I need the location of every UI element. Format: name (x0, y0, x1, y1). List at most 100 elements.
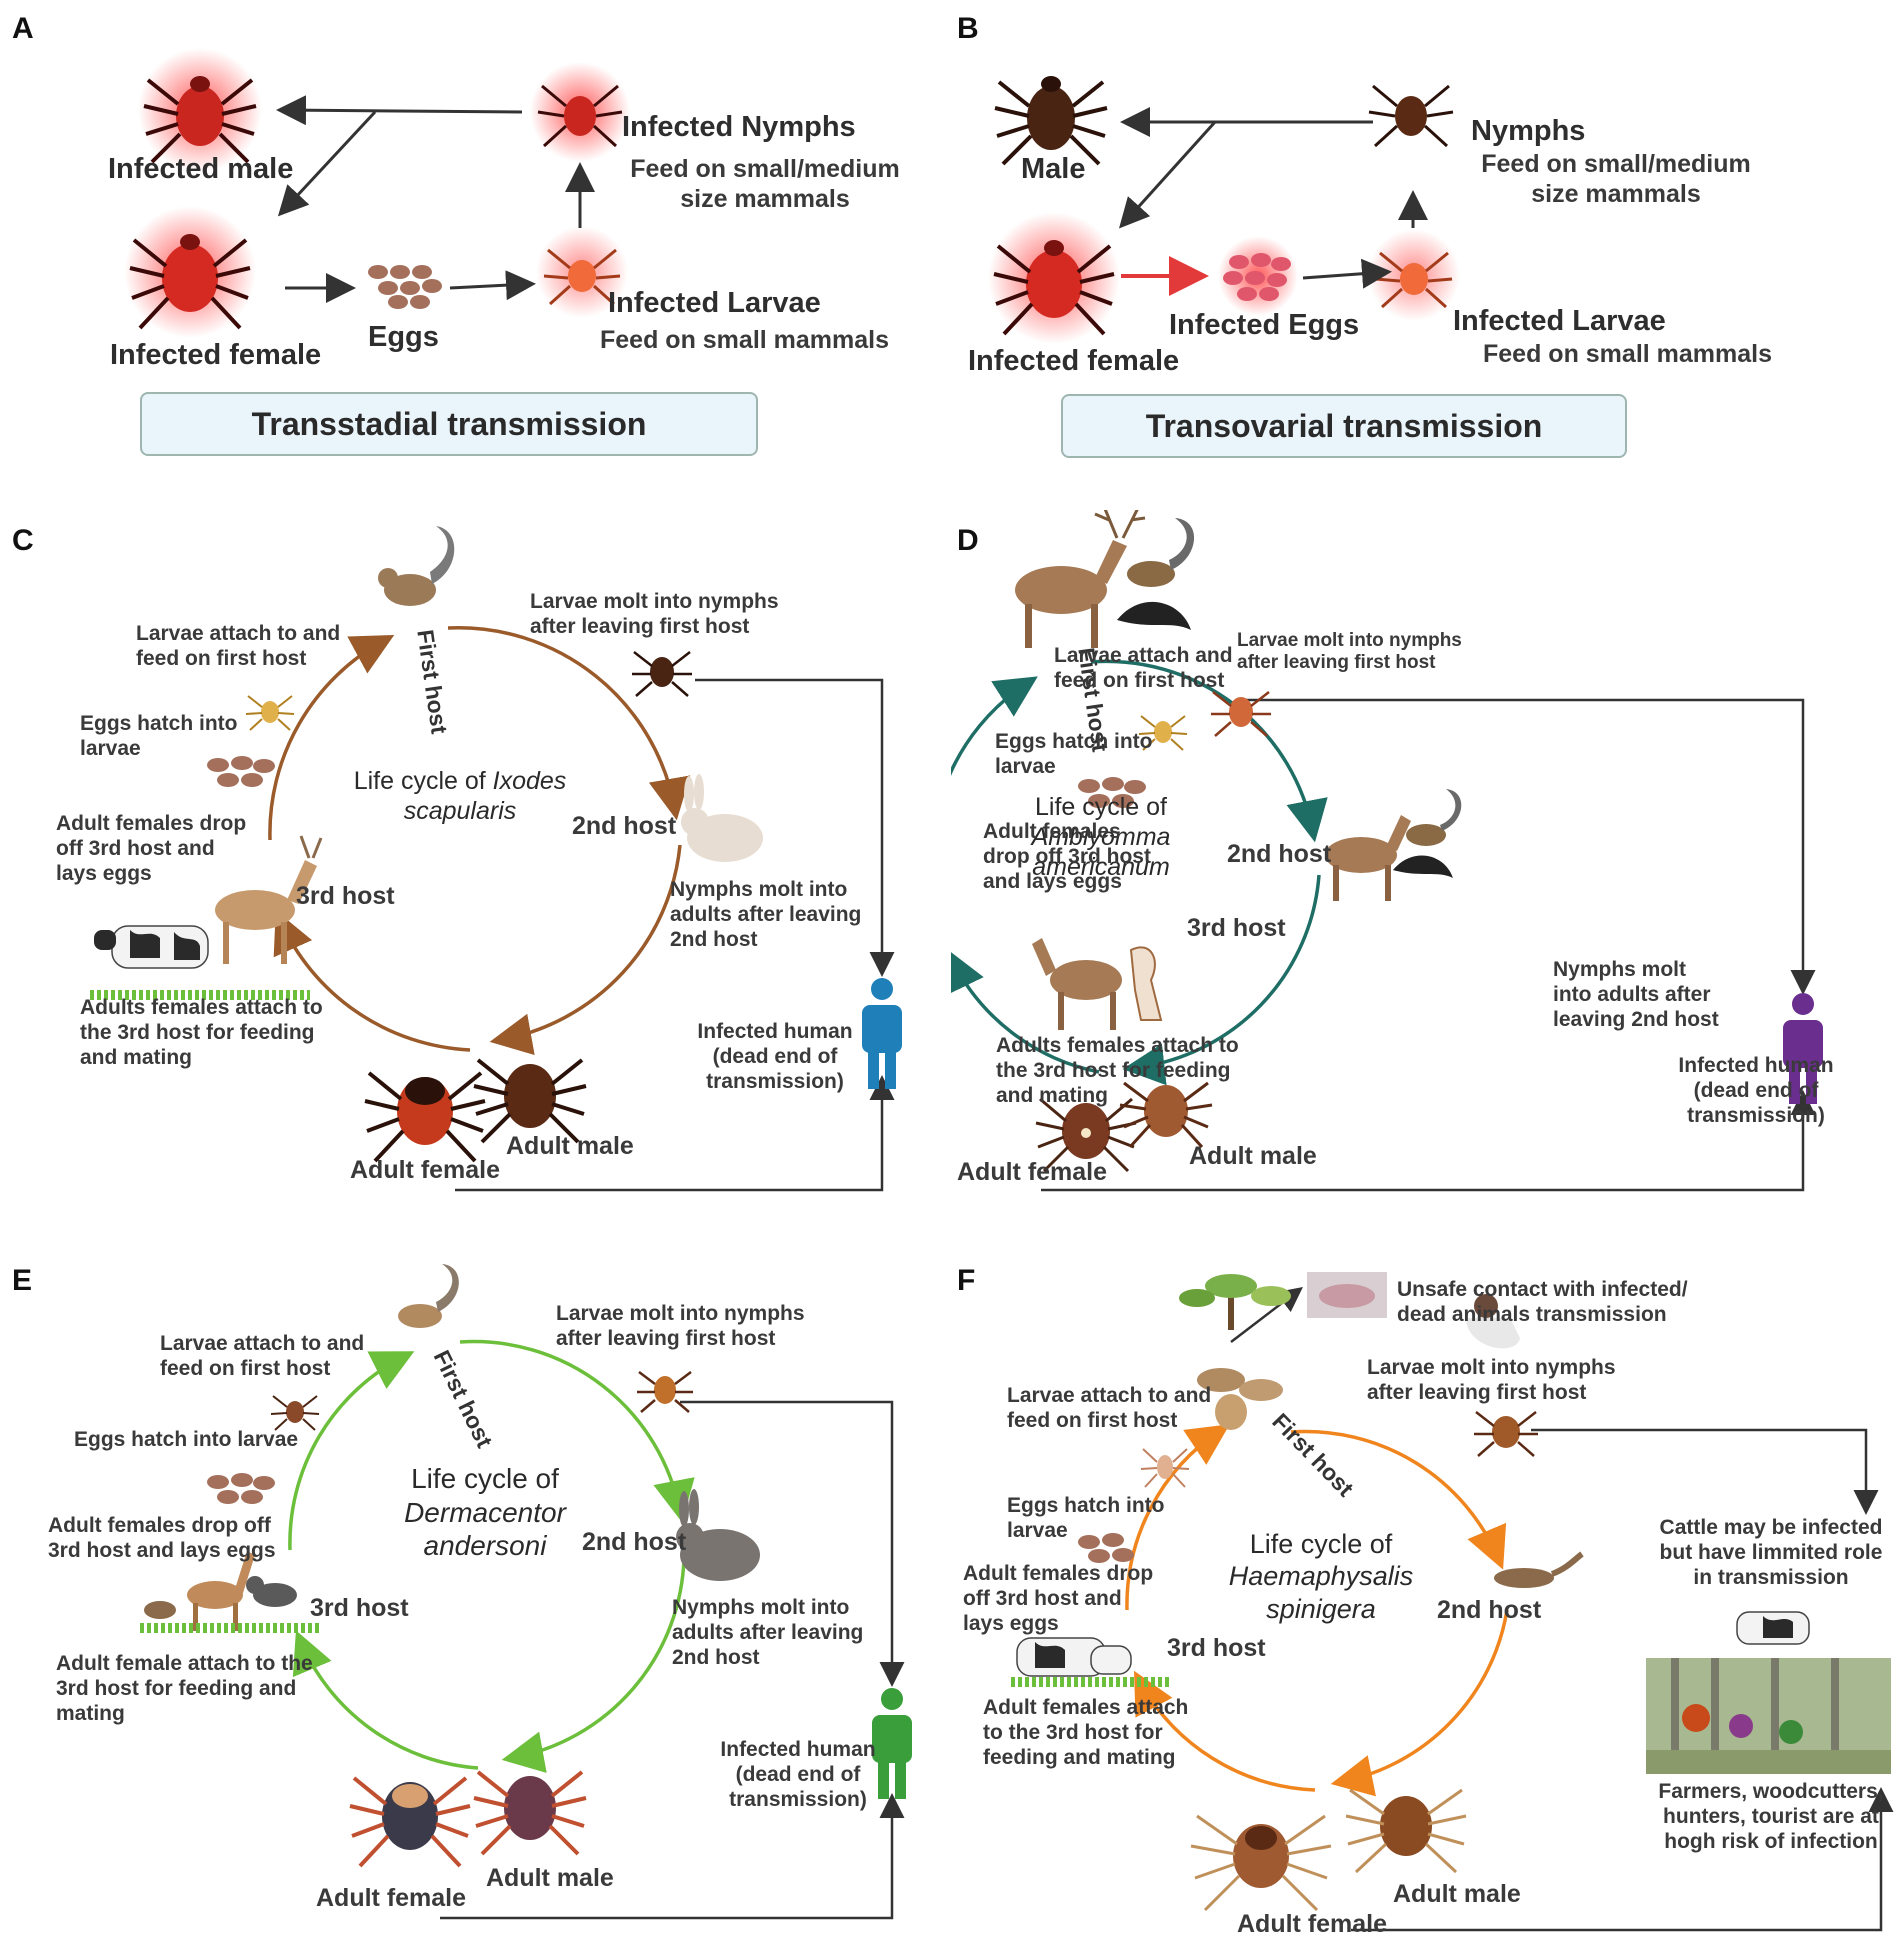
adult-female-label: Adult female (1237, 1910, 1388, 1938)
bird-icon (1117, 601, 1191, 630)
human-icon (1466, 1294, 1520, 1349)
panel-letter: A (12, 12, 34, 45)
panel-b-graphics (988, 76, 1460, 344)
tick-icon (1138, 715, 1188, 751)
second-host-label: 2nd host (1227, 840, 1332, 868)
tick-icon (1035, 1097, 1137, 1173)
panel-d: D (951, 510, 1902, 1210)
tick-icon (994, 76, 1108, 166)
deer-icon (1325, 815, 1411, 901)
tick-icon (124, 206, 256, 338)
third-host-label: 3rd host (1167, 1634, 1266, 1662)
panel-letter: D (957, 524, 979, 557)
panel-letter: F (957, 1264, 976, 1297)
infected-nymphs-label: Infected Nymphs (622, 111, 856, 143)
third-host-label: 3rd host (296, 882, 395, 910)
squirrel-icon (398, 1264, 459, 1328)
deer-icon (215, 835, 323, 964)
panel-letter: E (12, 1264, 33, 1297)
risk-group-label: Farmers, woodcutters,hunters, tourist ar… (1658, 1780, 1884, 1853)
tick-icon (1474, 1411, 1538, 1457)
adult-female-label: Adult female (316, 1884, 467, 1912)
eggs-hatch-label: Eggs hatch into larvae (74, 1428, 299, 1451)
rodent-icon (144, 1601, 176, 1619)
panel-e-graphics (140, 1264, 912, 1920)
cow-icon (1736, 1611, 1810, 1645)
bird-icon (1393, 855, 1453, 878)
second-host-label: 2nd host (572, 812, 677, 840)
adult-male-label: Adult male (486, 1864, 614, 1892)
male-label: Male (1021, 153, 1086, 185)
human-icon (872, 1688, 912, 1799)
deer-icon (1015, 510, 1146, 648)
tick-icon (245, 695, 295, 731)
panel-letter: C (12, 524, 34, 557)
tick-icon (1345, 1788, 1467, 1874)
squirrel-icon (1406, 789, 1462, 846)
tick-icon (270, 1395, 320, 1431)
tick-icon (530, 62, 630, 162)
adult-female-label: Adult female (957, 1158, 1108, 1186)
squirrel-icon (1127, 518, 1195, 587)
human-icon (1783, 993, 1823, 1104)
panel-f: F (951, 1250, 1902, 1946)
third-host-label: 3rd host (1187, 914, 1286, 942)
infected-larvae-label: Infected Larvae (608, 287, 821, 319)
squirrel-icon (378, 526, 455, 606)
dog-icon (1129, 946, 1163, 1021)
panel-a-graphics (124, 48, 630, 338)
egg-cluster-icon (1078, 777, 1146, 808)
tick-icon (988, 212, 1120, 344)
rabbit-icon (676, 1489, 760, 1581)
tick-icon (632, 651, 692, 697)
rabbit-icon (681, 774, 763, 862)
human-icon (862, 978, 902, 1089)
larvae-feed-label: Feed on small mammals (600, 326, 890, 354)
cow-icon (94, 925, 209, 969)
tick-icon (349, 1776, 471, 1868)
larvae-feed-label: Feed on small mammals (1483, 340, 1773, 368)
panel-b: B (951, 0, 1902, 470)
panel-e: E (0, 1250, 951, 1946)
tick-icon (1211, 691, 1271, 737)
third-host-label: 3rd host (310, 1594, 409, 1622)
tick-icon (1190, 1814, 1332, 1912)
rodent-icon (1197, 1368, 1283, 1430)
adult-male-label: Adult male (1393, 1880, 1521, 1908)
panel-a: A (0, 0, 951, 470)
panel-letter: B (957, 12, 979, 45)
forest-photo-icon (1646, 1658, 1891, 1774)
infected-larvae-label: Infected Larvae (1453, 305, 1666, 337)
transovarial-title-box: Transovarial transmission (1061, 394, 1627, 458)
adult-male-label: Adult male (506, 1132, 634, 1160)
nymphs-label: Nymphs (1471, 115, 1586, 147)
tree-icon (1179, 1274, 1291, 1330)
unsafe-contact-label: Unsafe contact with infected/dead animal… (1397, 1278, 1688, 1326)
infected-eggs-label: Infected Eggs (1169, 309, 1360, 341)
dead-animal-photo-icon (1307, 1272, 1387, 1318)
adult-male-label: Adult male (1189, 1142, 1317, 1170)
